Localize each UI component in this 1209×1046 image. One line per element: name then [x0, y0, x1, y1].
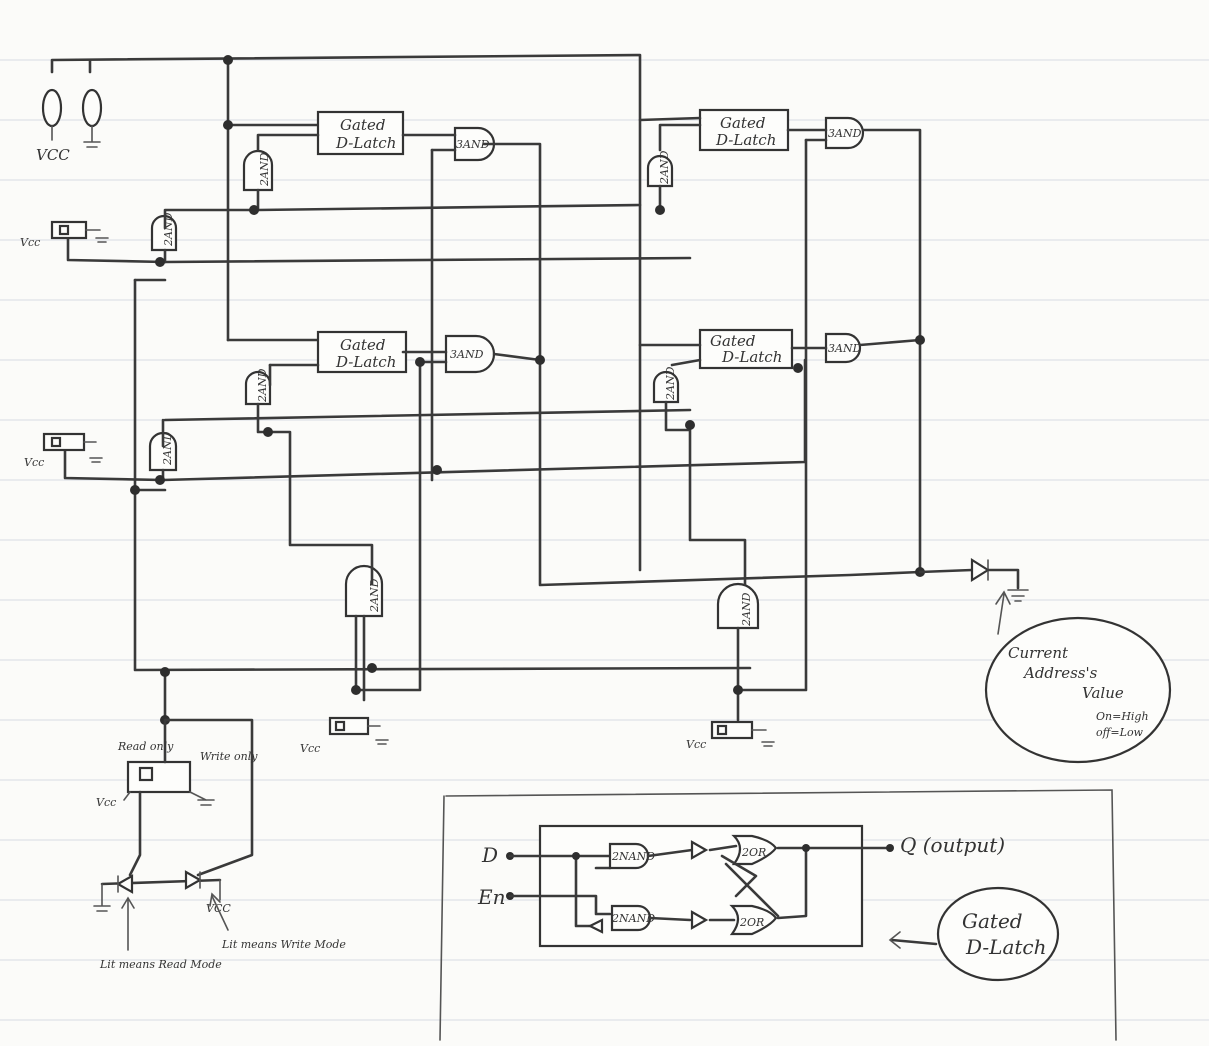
- svg-text:Address's: Address's: [1022, 664, 1098, 682]
- wiring: [63, 116, 922, 722]
- svg-text:3AND: 3AND: [828, 127, 862, 140]
- latch-upper-left: Gated D-Latch: [316, 110, 405, 156]
- svg-text:3AND: 3AND: [456, 138, 490, 151]
- svg-text:Vcc: Vcc: [20, 236, 40, 249]
- svg-text:Gated: Gated: [720, 114, 765, 132]
- supply-switch[interactable]: VCC: [36, 88, 103, 164]
- svg-text:D-Latch: D-Latch: [335, 353, 396, 371]
- svg-text:Vcc: Vcc: [686, 738, 706, 751]
- svg-text:Read only: Read only: [117, 740, 174, 753]
- svg-text:D-Latch: D-Latch: [335, 134, 396, 152]
- output-led: [918, 558, 1029, 635]
- svg-text:Gated: Gated: [710, 332, 755, 350]
- latch-lower-left: Gated D-Latch: [316, 330, 408, 374]
- detail-inset: D En 2NAND 2NAND 2OR 2OR Q (output) Gate…: [439, 789, 1117, 1041]
- latch-lower-right: Gated D-Latch: [698, 328, 794, 370]
- and3-upper-left: 3AND: [453, 126, 496, 162]
- and2-vertical-5: 2AND: [646, 150, 674, 188]
- svg-text:Vcc: Vcc: [24, 456, 44, 469]
- svg-text:Value: Value: [1082, 684, 1124, 702]
- svg-text:Gated: Gated: [962, 909, 1023, 933]
- vcc-label-top: VCC: [36, 146, 70, 164]
- address-switch-4[interactable]: Vcc: [686, 720, 775, 751]
- svg-text:Vcc: Vcc: [300, 742, 320, 755]
- and2-address-right: 2AND: [716, 582, 760, 630]
- svg-text:2OR: 2OR: [739, 916, 764, 929]
- svg-text:2AND: 2AND: [740, 592, 753, 627]
- and3-lower-right: 3AND: [824, 332, 862, 364]
- input-d-label: D: [481, 843, 498, 867]
- lit-write-label: Lit means Write Mode: [221, 938, 346, 951]
- svg-text:2AND: 2AND: [664, 366, 677, 401]
- and2-vertical-1: 2AND: [242, 149, 274, 192]
- svg-text:2AND: 2AND: [256, 368, 269, 403]
- output-q-label: Q (output): [900, 833, 1005, 857]
- svg-text:Gated: Gated: [340, 116, 385, 134]
- lit-read-label: Lit means Read Mode: [99, 958, 222, 971]
- read-write-switch[interactable]: Read only Write only Vcc: [96, 718, 258, 877]
- address-switch-1[interactable]: Vcc: [20, 220, 109, 249]
- svg-text:off=Low: off=Low: [1096, 726, 1144, 739]
- svg-text:D-Latch: D-Latch: [965, 935, 1047, 959]
- and3-upper-right: 3AND: [824, 116, 865, 150]
- and2-address-left: 2AND: [344, 564, 384, 618]
- svg-text:D-Latch: D-Latch: [721, 348, 782, 366]
- svg-text:2AND: 2AND: [258, 152, 271, 187]
- address-switch-3[interactable]: Vcc: [300, 716, 389, 755]
- svg-text:On=High: On=High: [1096, 710, 1149, 723]
- svg-text:2AND: 2AND: [658, 150, 671, 185]
- address-switch-2[interactable]: Vcc: [24, 432, 103, 469]
- latch-upper-right: Gated D-Latch: [698, 108, 790, 152]
- svg-text:D-Latch: D-Latch: [715, 131, 776, 149]
- svg-text:Vcc: Vcc: [96, 796, 116, 809]
- svg-text:3AND: 3AND: [828, 342, 862, 355]
- svg-text:2NAND: 2NAND: [611, 912, 655, 925]
- svg-text:2AND: 2AND: [368, 578, 381, 613]
- svg-text:2OR: 2OR: [741, 846, 766, 859]
- mode-leds: VCC Lit means Read Mode Lit means Write …: [93, 870, 346, 971]
- svg-text:Write only: Write only: [200, 750, 258, 763]
- top-bus: [50, 53, 642, 572]
- and2-vertical-3: 2AND: [244, 368, 272, 406]
- svg-text:2NAND: 2NAND: [611, 850, 655, 863]
- svg-text:Gated: Gated: [340, 336, 385, 354]
- current-value-bubble: Current Address's Value On=High off=Low: [984, 616, 1172, 764]
- svg-text:Current: Current: [1008, 644, 1069, 662]
- svg-text:3AND: 3AND: [450, 348, 484, 361]
- and2-vertical-6: 2AND: [652, 366, 680, 404]
- input-en-label: En: [477, 885, 505, 909]
- and3-lower-left: 3AND: [444, 334, 496, 374]
